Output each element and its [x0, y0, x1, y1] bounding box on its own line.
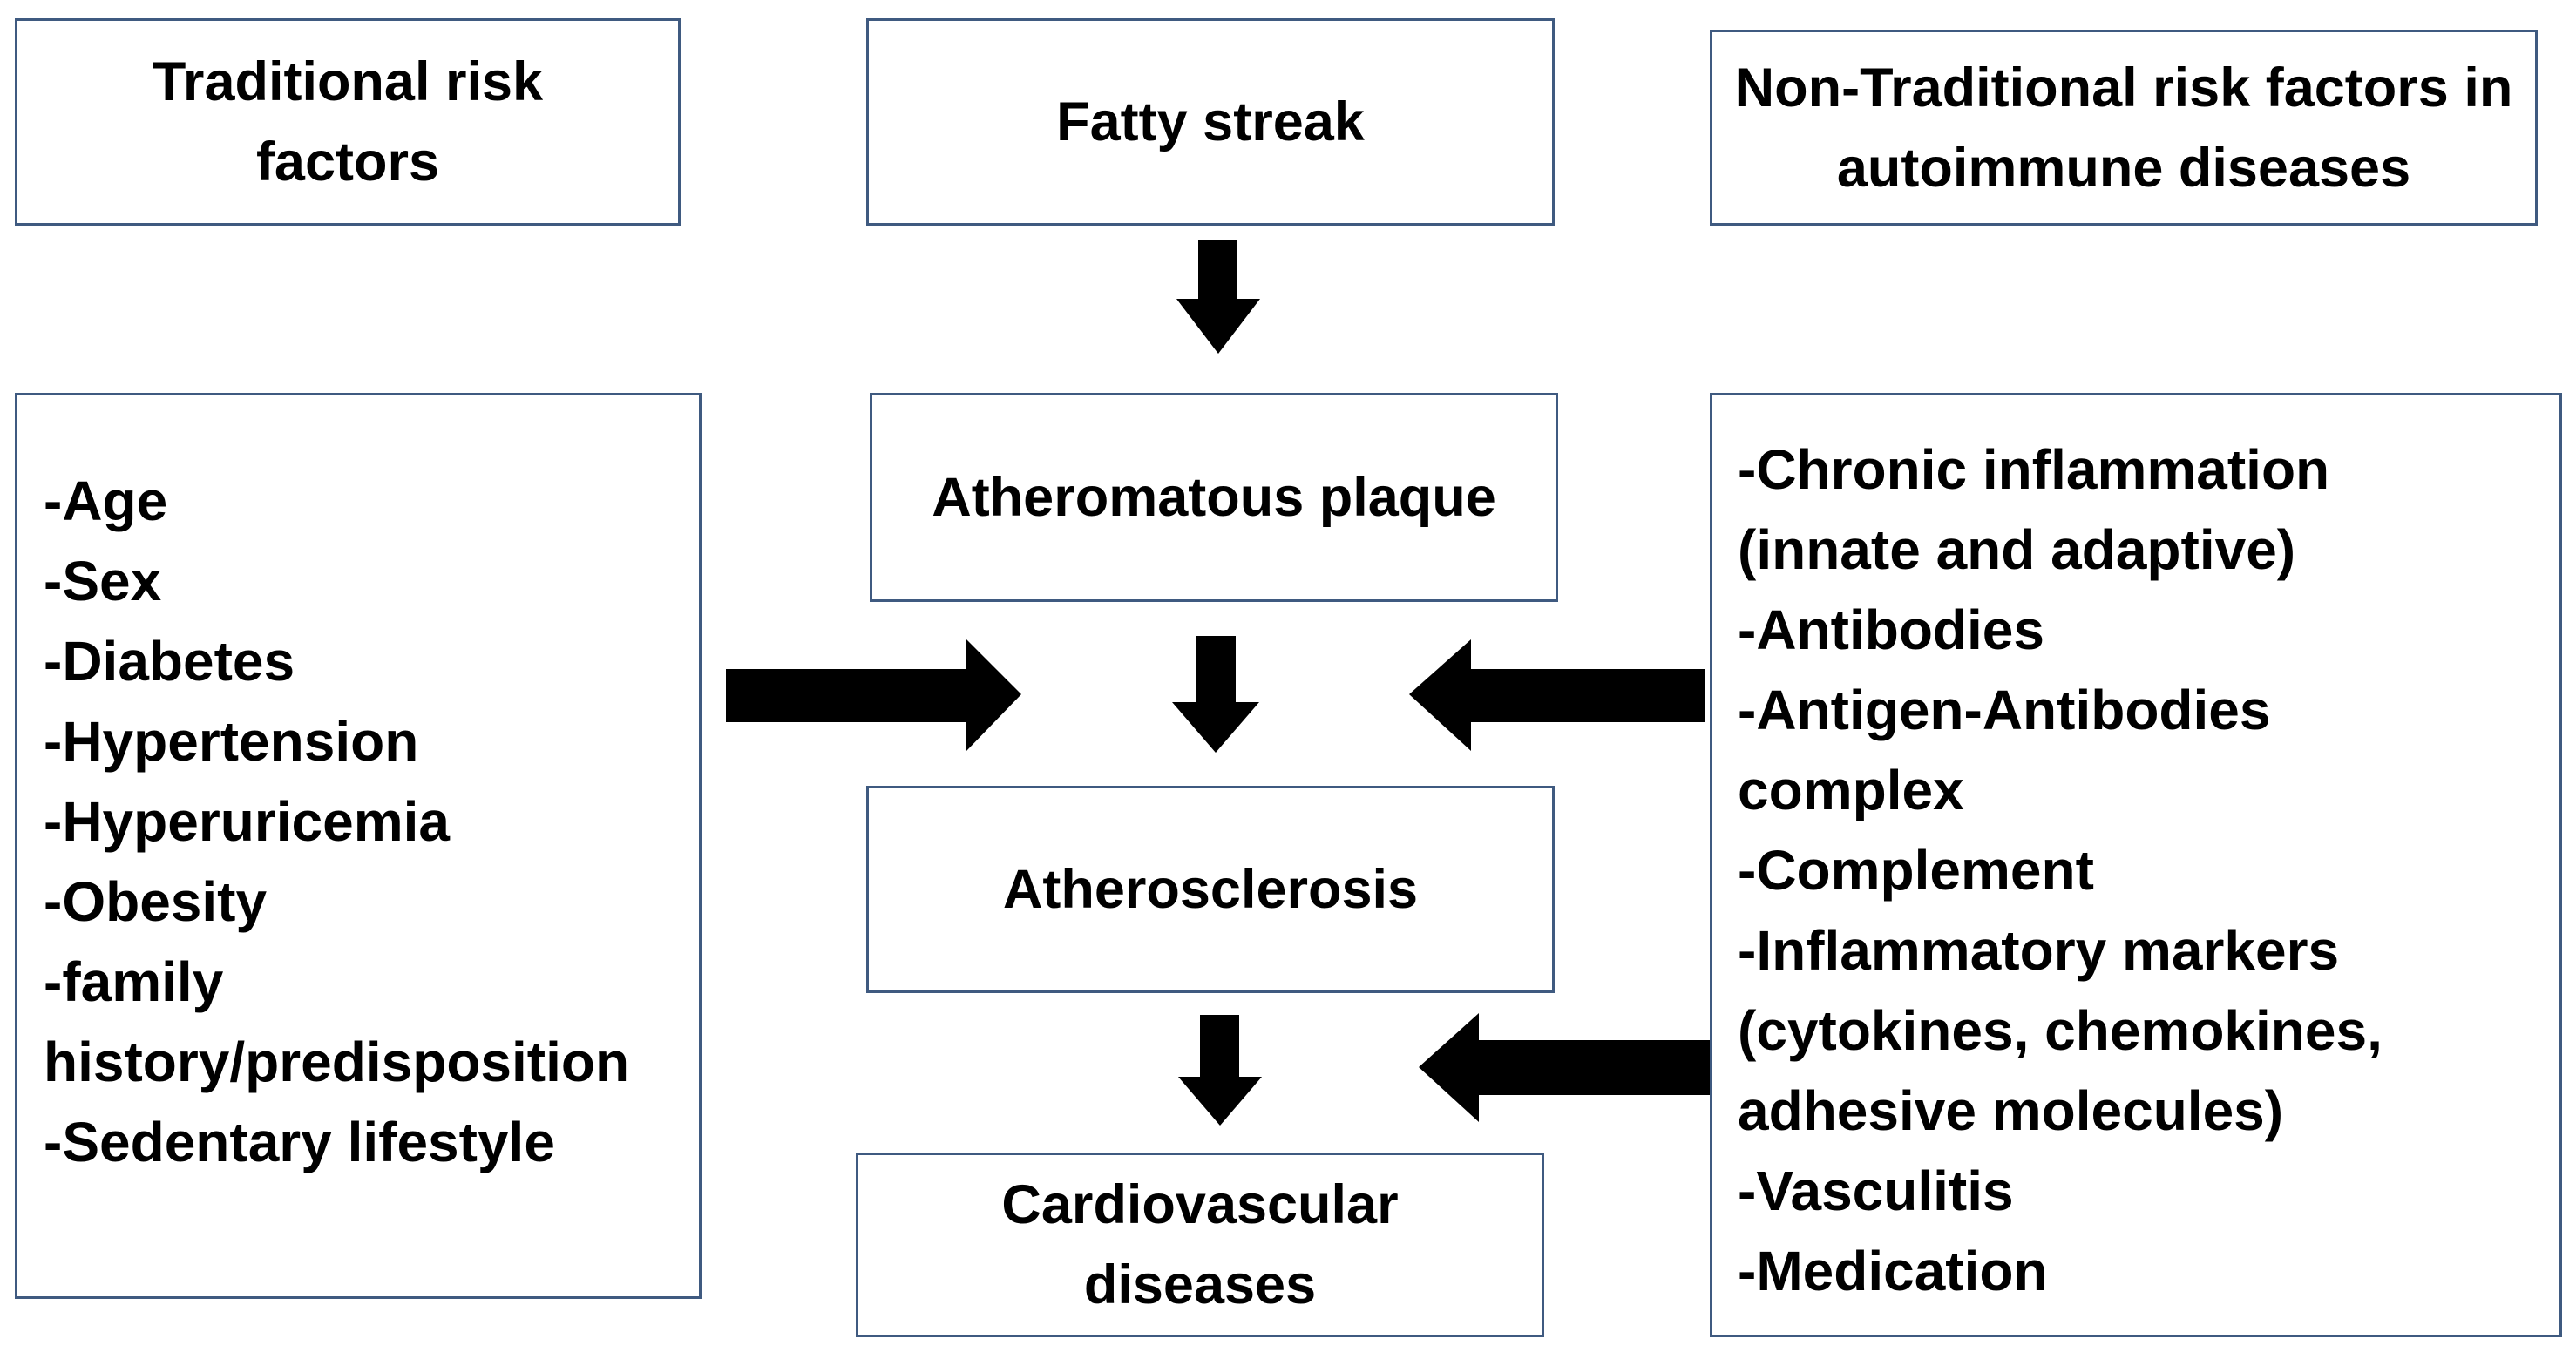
list-item: -Age [44, 470, 168, 532]
cardiovascular-diseases-box: Cardiovascular diseases [856, 1153, 1544, 1337]
right-arrow-icon [726, 639, 1021, 751]
atheromatous-plaque-label: Atheromatous plaque [932, 467, 1496, 528]
list-item: -Diabetes [44, 630, 295, 693]
non-traditional-risk-factors-title: Non-Traditional risk factors in autoimmu… [1734, 57, 2513, 199]
non-traditional-risk-factors-header: Non-Traditional risk factors in autoimmu… [1710, 30, 2538, 226]
list-item: complex [1738, 759, 1964, 821]
list-item: -Antigen-Antibodies [1738, 679, 2271, 741]
list-item: -Complement [1738, 839, 2094, 902]
atherosclerosis-box: Atherosclerosis [866, 786, 1555, 993]
down-arrow-icon [1178, 1015, 1262, 1126]
non-traditional-factors-box: -Chronic inflammation (innate and adapti… [1710, 393, 2562, 1337]
down-arrow-icon [1176, 240, 1260, 354]
left-arrow-icon [1419, 1013, 1710, 1122]
list-item: -family [44, 950, 224, 1013]
list-item: -Sedentary lifestyle [44, 1111, 555, 1173]
down-arrow-icon [1172, 636, 1259, 753]
list-item: -Sex [44, 550, 162, 612]
traditional-factors-list: -Age -Sex -Diabetes -Hypertension -Hyper… [44, 461, 629, 1182]
atheromatous-plaque-box: Atheromatous plaque [870, 393, 1558, 602]
list-item: history/predisposition [44, 1031, 630, 1093]
fatty-streak-box: Fatty streak [866, 18, 1555, 226]
atherosclerosis-label: Atherosclerosis [1002, 859, 1419, 920]
traditional-risk-factors-title: Traditional risk factors [152, 51, 544, 193]
list-item: -Medication [1738, 1240, 2048, 1302]
list-item: -Hypertension [44, 710, 419, 773]
list-item: -Antibodies [1738, 598, 2044, 661]
list-item: (innate and adaptive) [1738, 518, 2296, 581]
cardiovascular-diseases-label: Cardiovascular diseases [1001, 1174, 1399, 1315]
list-item: -Inflammatory markers [1738, 919, 2340, 982]
traditional-factors-box: -Age -Sex -Diabetes -Hypertension -Hyper… [15, 393, 702, 1299]
traditional-risk-factors-header: Traditional risk factors [15, 18, 681, 226]
list-item: -Chronic inflammation [1738, 438, 2330, 501]
list-item: -Hyperuricemia [44, 790, 450, 853]
fatty-streak-label: Fatty streak [1056, 91, 1365, 152]
list-item: -Obesity [44, 870, 268, 933]
non-traditional-factors-list: -Chronic inflammation (innate and adapti… [1738, 429, 2383, 1311]
list-item: -Vasculitis [1738, 1159, 2014, 1222]
left-arrow-icon [1409, 639, 1705, 751]
list-item: adhesive molecules) [1738, 1079, 2284, 1142]
list-item: (cytokines, chemokines, [1738, 999, 2383, 1062]
